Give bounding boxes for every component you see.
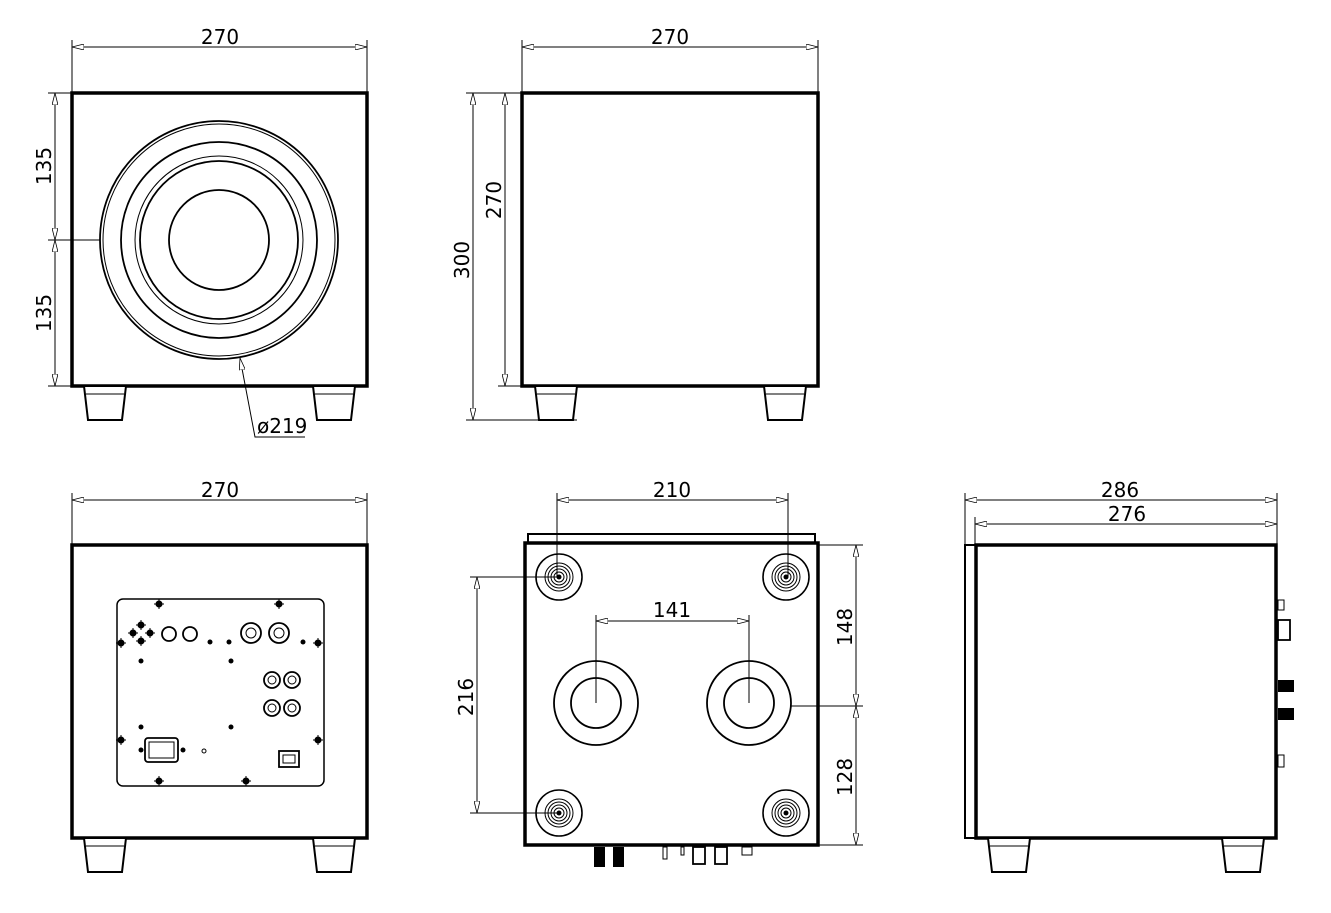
front-view: 270 135 135 ø219 xyxy=(32,25,369,438)
cabinet-depth-label: 276 xyxy=(1108,502,1146,526)
port-to-rear-label: 128 xyxy=(833,758,857,796)
total-depth-label: 286 xyxy=(1101,478,1139,502)
side-width-label: 270 xyxy=(651,25,689,49)
foot-spacing-y-label: 216 xyxy=(454,678,478,716)
driver xyxy=(99,120,339,360)
port-spacing-label: 141 xyxy=(653,598,691,622)
cabinet-height-label: 270 xyxy=(482,181,506,219)
bottom-view: 210 141 216 148 128 xyxy=(454,478,863,867)
rear-view: 270 xyxy=(70,478,369,873)
front-upper-height-label: 135 xyxy=(32,147,56,185)
total-height-label: 300 xyxy=(450,241,474,279)
front-to-port-label: 148 xyxy=(833,608,857,646)
foot-spacing-x-label: 210 xyxy=(653,478,691,502)
driver-diameter-label: ø219 xyxy=(257,414,307,438)
front-lower-height-label: 135 xyxy=(32,294,56,332)
side-connectors xyxy=(1277,599,1294,768)
right-side-view: 286 276 xyxy=(964,478,1294,873)
rear-connectors xyxy=(594,846,753,867)
amplifier-panel xyxy=(115,598,325,787)
side-view: 270 270 300 xyxy=(450,25,820,421)
front-width-label: 270 xyxy=(201,25,239,49)
rear-width-label: 270 xyxy=(201,478,239,502)
